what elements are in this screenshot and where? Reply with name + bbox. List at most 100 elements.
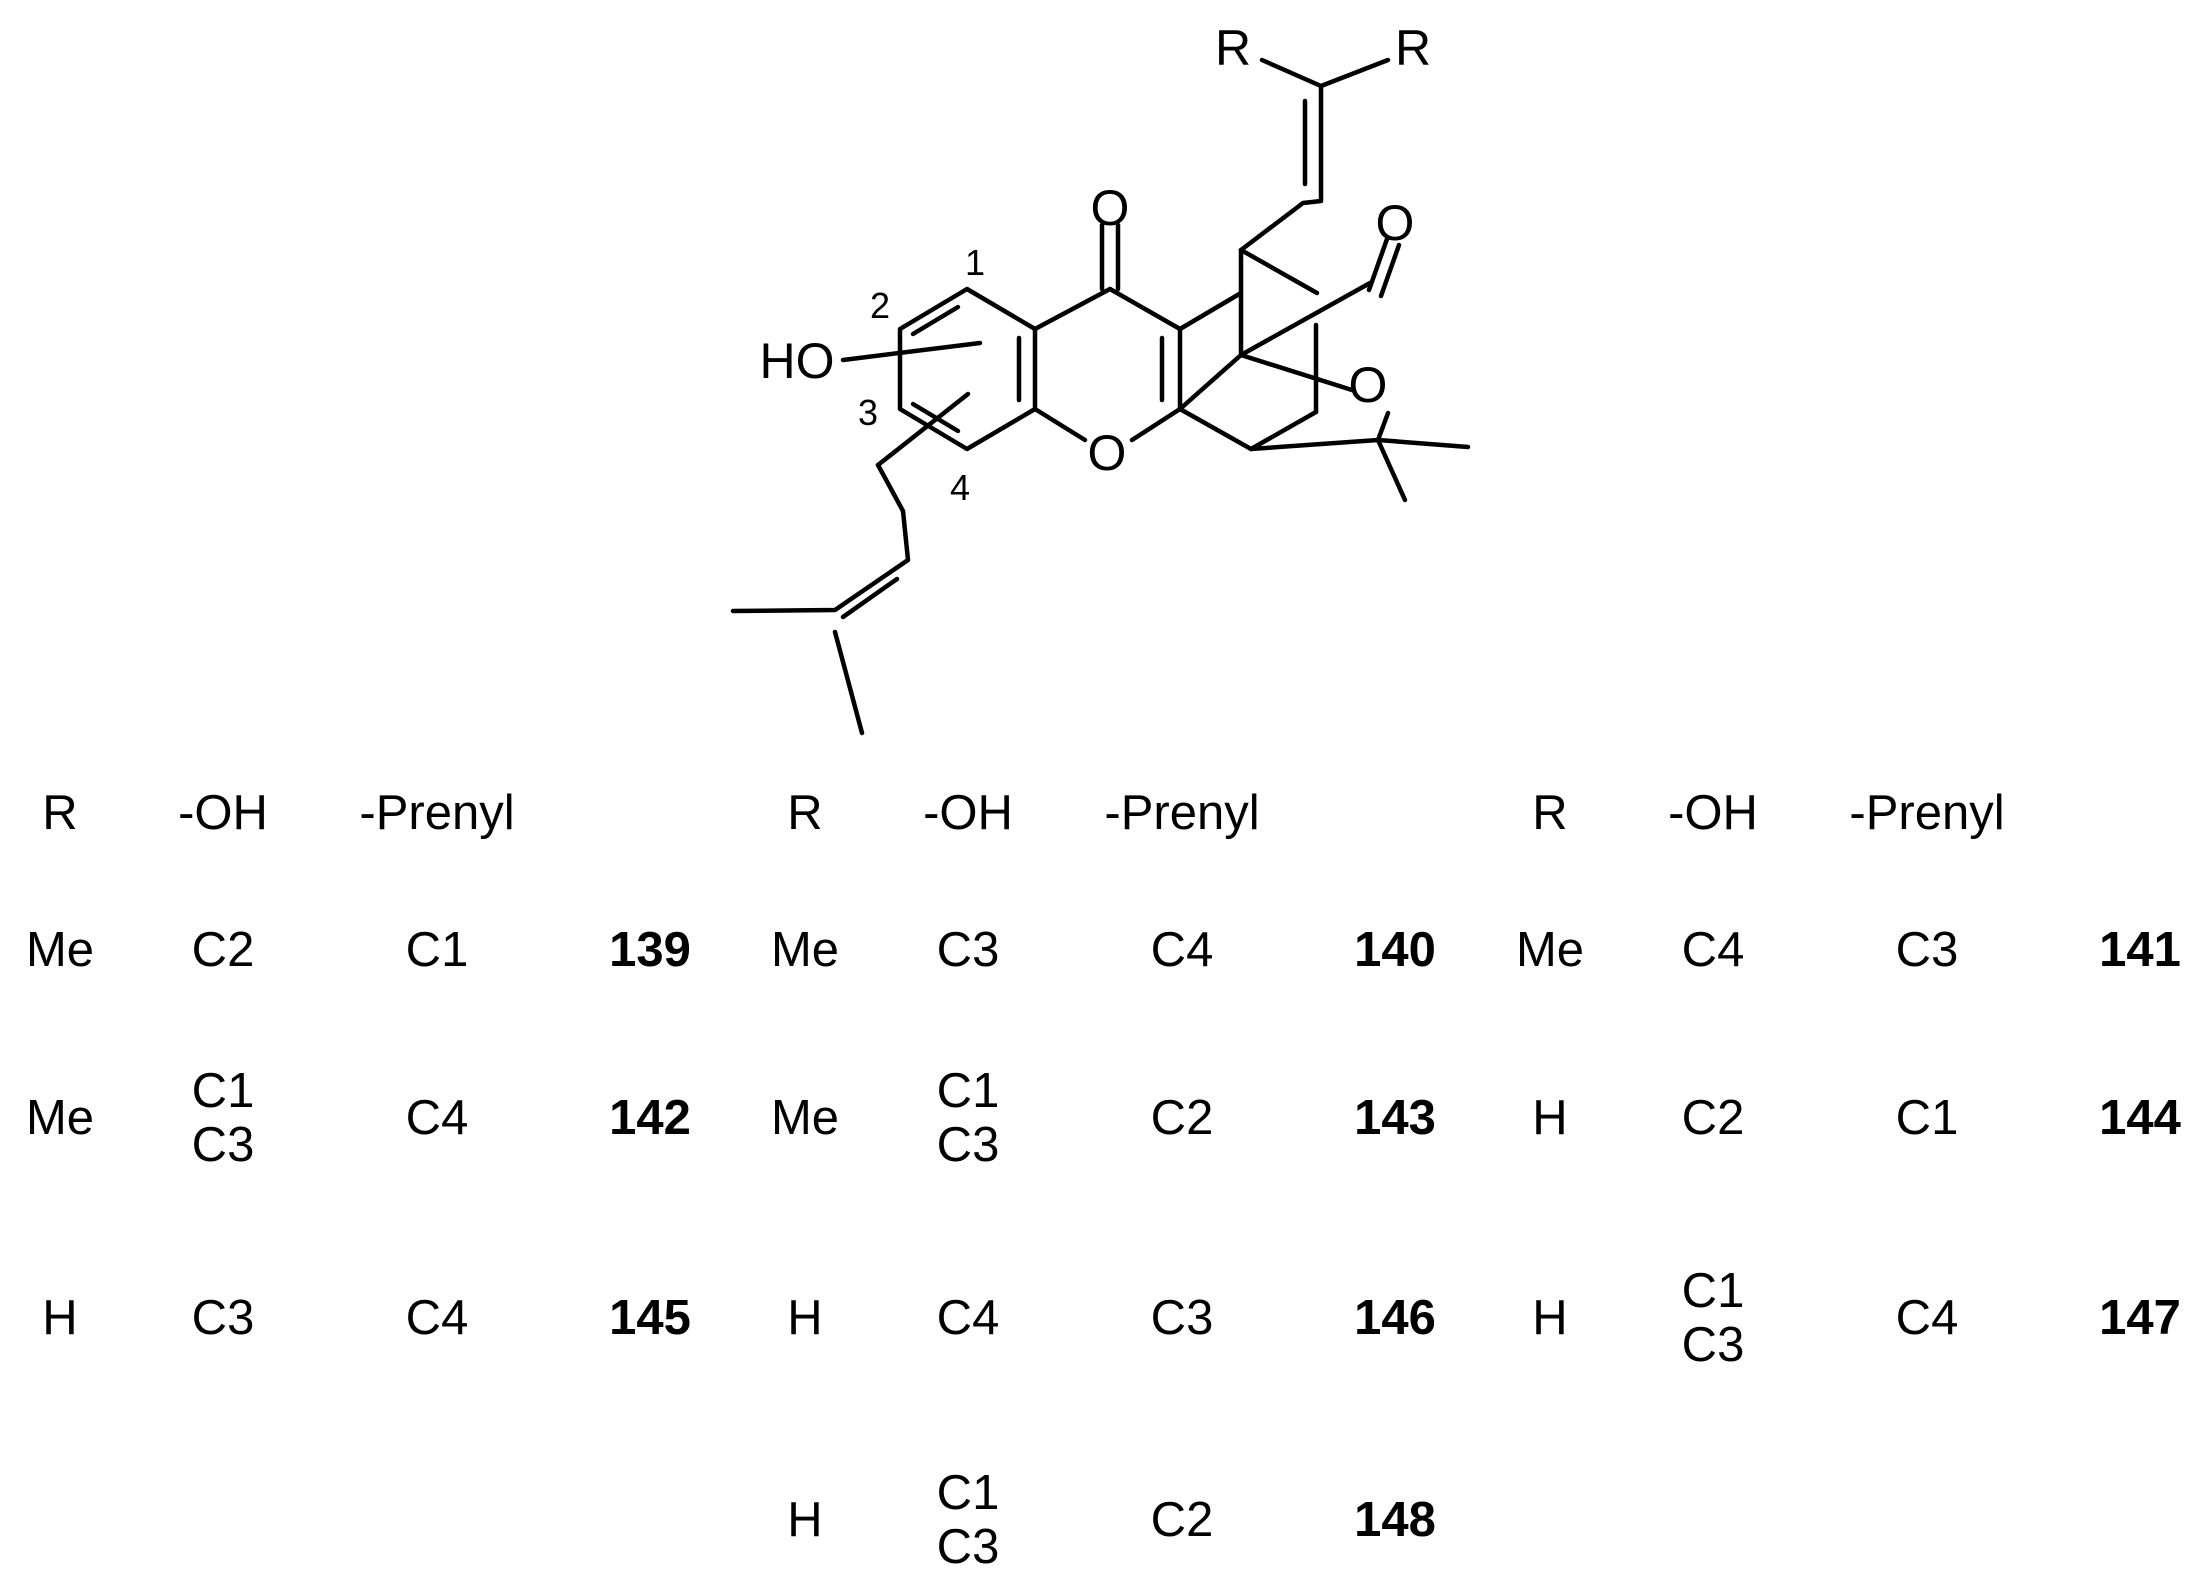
prenyl-cell: C3 bbox=[1896, 923, 1959, 977]
r-cell-text: H bbox=[787, 1291, 823, 1345]
oh-cell-text: C4 bbox=[1681, 923, 1745, 977]
cage-bond bbox=[1238, 247, 1320, 296]
prenyl-attachment-bond bbox=[875, 391, 971, 468]
oh-cell-text: C3 bbox=[1681, 1318, 1745, 1372]
column-header-text: -OH bbox=[1668, 786, 1758, 840]
compound-number-text: 146 bbox=[1354, 1291, 1436, 1345]
r-cell: Me bbox=[26, 923, 94, 977]
column-header-text: -Prenyl bbox=[1849, 786, 2005, 840]
lactone-carbonyl-bond bbox=[1378, 242, 1402, 299]
r-group-left: R bbox=[1215, 20, 1251, 76]
compound-number: 139 bbox=[609, 923, 691, 977]
lactone-carbonyl-oxygen: O bbox=[1376, 195, 1415, 251]
prenyl-cell: C3 bbox=[1151, 1291, 1214, 1345]
prenyl-cell-text: C4 bbox=[405, 1091, 469, 1145]
column-header-text: R bbox=[42, 786, 78, 840]
cage-bond bbox=[1238, 352, 1355, 393]
r-cell-text: Me bbox=[770, 923, 840, 977]
aromatic-double-bond bbox=[910, 304, 961, 337]
cage-bond bbox=[1177, 406, 1254, 452]
oh-cell-text: C3 bbox=[936, 1520, 1000, 1574]
prenyl-cell-text: C2 bbox=[1150, 1493, 1214, 1547]
column-header: R bbox=[787, 786, 822, 840]
compound-number-text: 147 bbox=[2099, 1291, 2181, 1345]
oh-cell: C2 bbox=[1682, 1091, 1745, 1145]
compound-number: 141 bbox=[2099, 923, 2181, 977]
column-header-text: R bbox=[787, 786, 823, 840]
side-chain bbox=[1238, 83, 1324, 253]
compound-number-text: 141 bbox=[2099, 923, 2181, 977]
r-cell-text: Me bbox=[770, 1091, 840, 1145]
oh-cell: C3 bbox=[192, 1291, 255, 1345]
compound-number-text: 144 bbox=[2099, 1091, 2181, 1145]
cage-bond bbox=[1248, 437, 1381, 452]
oh-cell-text: C3 bbox=[936, 923, 1000, 977]
column-header: -OH bbox=[923, 786, 1013, 840]
position-number-3: 3 bbox=[858, 392, 878, 433]
r-cell-text: H bbox=[42, 1291, 78, 1345]
column-header: R bbox=[1532, 786, 1567, 840]
r-cell: H bbox=[787, 1291, 822, 1345]
compound-number: 148 bbox=[1354, 1493, 1436, 1547]
position-number-2: 2 bbox=[870, 285, 890, 326]
r-cell-text: Me bbox=[1515, 923, 1585, 977]
column-header-text: -OH bbox=[923, 786, 1013, 840]
prenyl-methyl bbox=[832, 629, 865, 736]
prenyl-cell-text: C3 bbox=[1150, 1291, 1214, 1345]
c4-carbonyl-bond bbox=[1032, 286, 1113, 332]
compound-number-text: 140 bbox=[1354, 923, 1436, 977]
position-number-1: 1 bbox=[965, 242, 985, 283]
compound-number-text: 145 bbox=[609, 1291, 691, 1345]
hydroxyl-bond bbox=[840, 340, 983, 363]
compound-number-text: 139 bbox=[609, 923, 691, 977]
prenyl-cell-text: C4 bbox=[405, 1291, 469, 1345]
ring-bond bbox=[1129, 406, 1183, 443]
r-cell-text: H bbox=[1532, 1291, 1568, 1345]
compound-number: 147 bbox=[2099, 1291, 2181, 1345]
prenyl-cell: C2 bbox=[1151, 1091, 1214, 1145]
column-header: -Prenyl bbox=[1104, 786, 1259, 840]
r-cell-text: H bbox=[787, 1493, 823, 1547]
prenyl-cell-text: C3 bbox=[1895, 923, 1959, 977]
prenyl-cell: C1 bbox=[1896, 1091, 1959, 1145]
lactone-carbonyl-bond bbox=[1366, 236, 1390, 293]
r-cell-text: Me bbox=[25, 1091, 95, 1145]
ketone-oxygen: O bbox=[1091, 180, 1130, 236]
column-header: -OH bbox=[178, 786, 268, 840]
column-header-text: -Prenyl bbox=[1104, 786, 1260, 840]
prenyl-cell: C1 bbox=[406, 923, 469, 977]
r-cell: Me bbox=[771, 923, 839, 977]
oh-cell-text: C1 bbox=[1681, 1264, 1745, 1318]
prenyl-cell-text: C1 bbox=[1895, 1091, 1959, 1145]
column-header: -Prenyl bbox=[359, 786, 514, 840]
compound-number-text: 143 bbox=[1354, 1091, 1436, 1145]
column-header-text: -Prenyl bbox=[359, 786, 515, 840]
ether-oxygen: O bbox=[1349, 357, 1388, 413]
oh-cell-text: C4 bbox=[936, 1291, 1000, 1345]
position-number-4: 4 bbox=[950, 467, 970, 508]
side-chain-bond bbox=[1318, 57, 1391, 89]
column-header: -Prenyl bbox=[1849, 786, 2004, 840]
oh-cell: C3 bbox=[937, 923, 1000, 977]
r-cell-text: H bbox=[1532, 1091, 1568, 1145]
ring-bond bbox=[1032, 406, 1088, 443]
cage-bond bbox=[1177, 352, 1244, 412]
r-cell: Me bbox=[1516, 923, 1584, 977]
cage-bond bbox=[1375, 410, 1391, 443]
compound-number: 145 bbox=[609, 1291, 691, 1345]
prenyl-double-bond bbox=[840, 576, 900, 620]
prenyl-cell: C4 bbox=[406, 1291, 469, 1345]
r-cell: H bbox=[1532, 1091, 1567, 1145]
cage-bond bbox=[1238, 280, 1373, 358]
oh-cell-text: C3 bbox=[191, 1291, 255, 1345]
compound-number-text: 148 bbox=[1354, 1493, 1436, 1547]
oh-cell-text: C1 bbox=[191, 1064, 255, 1118]
oh-cell: C4 bbox=[937, 1291, 1000, 1345]
prenyl-cell: C4 bbox=[1151, 923, 1214, 977]
ring-bond bbox=[1107, 286, 1183, 332]
